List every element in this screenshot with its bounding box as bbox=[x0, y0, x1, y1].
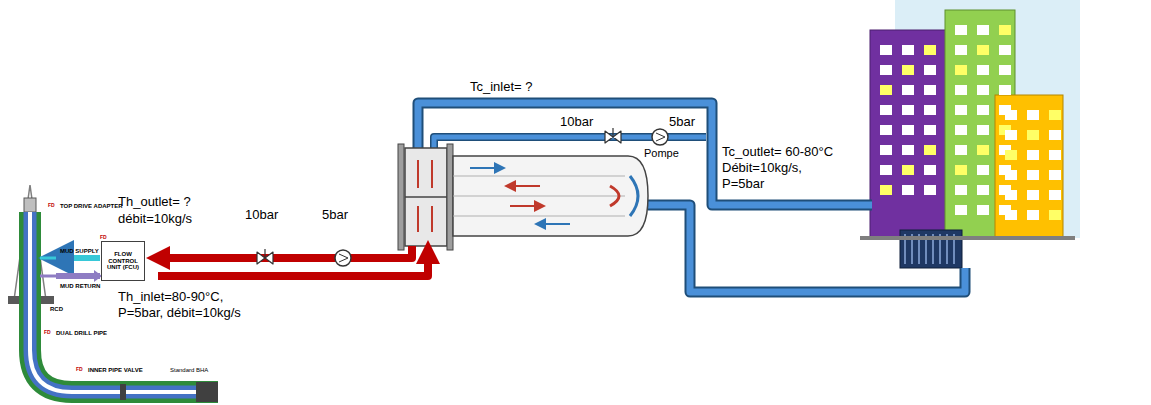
heat-exchanger bbox=[398, 144, 648, 250]
flow-rate: Débit=10kg/s, bbox=[722, 161, 802, 176]
flow-rate: P=5bar, débit=10kg/s bbox=[118, 306, 241, 321]
hot-pipes bbox=[158, 246, 428, 276]
part-name: RCD bbox=[50, 306, 63, 313]
part-name: TOP DRIVE ADAPTER bbox=[60, 203, 123, 210]
pressure-value: 5bar bbox=[322, 208, 348, 223]
city-buildings bbox=[860, 0, 1080, 268]
control-unit-box: FLOW CONTROL UNIT (FCU) bbox=[101, 241, 145, 281]
flow-name: MUD SUPPLY bbox=[60, 248, 99, 255]
pump-symbol bbox=[335, 250, 351, 266]
pressure-value: 5bar bbox=[669, 115, 695, 130]
inlet-temperature: Tc_inlet= ? bbox=[470, 80, 533, 95]
flow-rate: débit=10kg/s bbox=[118, 212, 192, 227]
pump-symbol: Pompe bbox=[644, 127, 676, 160]
outlet-temperature: Th_outlet= ? bbox=[118, 195, 191, 210]
cold-pipes bbox=[418, 103, 965, 292]
part-name: Standard BHA bbox=[170, 367, 208, 374]
box-title: FLOW CONTROL UNIT (FCU) bbox=[104, 251, 142, 272]
tag: FD bbox=[48, 203, 55, 209]
pump-label: Pompe bbox=[644, 147, 676, 160]
pressure-value: 10bar bbox=[560, 115, 593, 130]
tag: FD bbox=[100, 235, 107, 241]
flow-name: MUD RETURN bbox=[60, 283, 100, 290]
pressure-value: P=5bar bbox=[722, 177, 764, 192]
inlet-temperature: Th_inlet=80-90°C, bbox=[118, 290, 223, 305]
pump-circle bbox=[644, 127, 676, 147]
part-name: DUAL DRILL PIPE bbox=[56, 330, 107, 337]
part-name: INNER PIPE VALVE bbox=[88, 367, 143, 374]
tag: FD bbox=[44, 330, 51, 336]
pressure-value: 10bar bbox=[245, 208, 278, 223]
outlet-temperature: Tc_outlet= 60-80°C bbox=[722, 145, 833, 160]
tag: FD bbox=[76, 367, 83, 373]
